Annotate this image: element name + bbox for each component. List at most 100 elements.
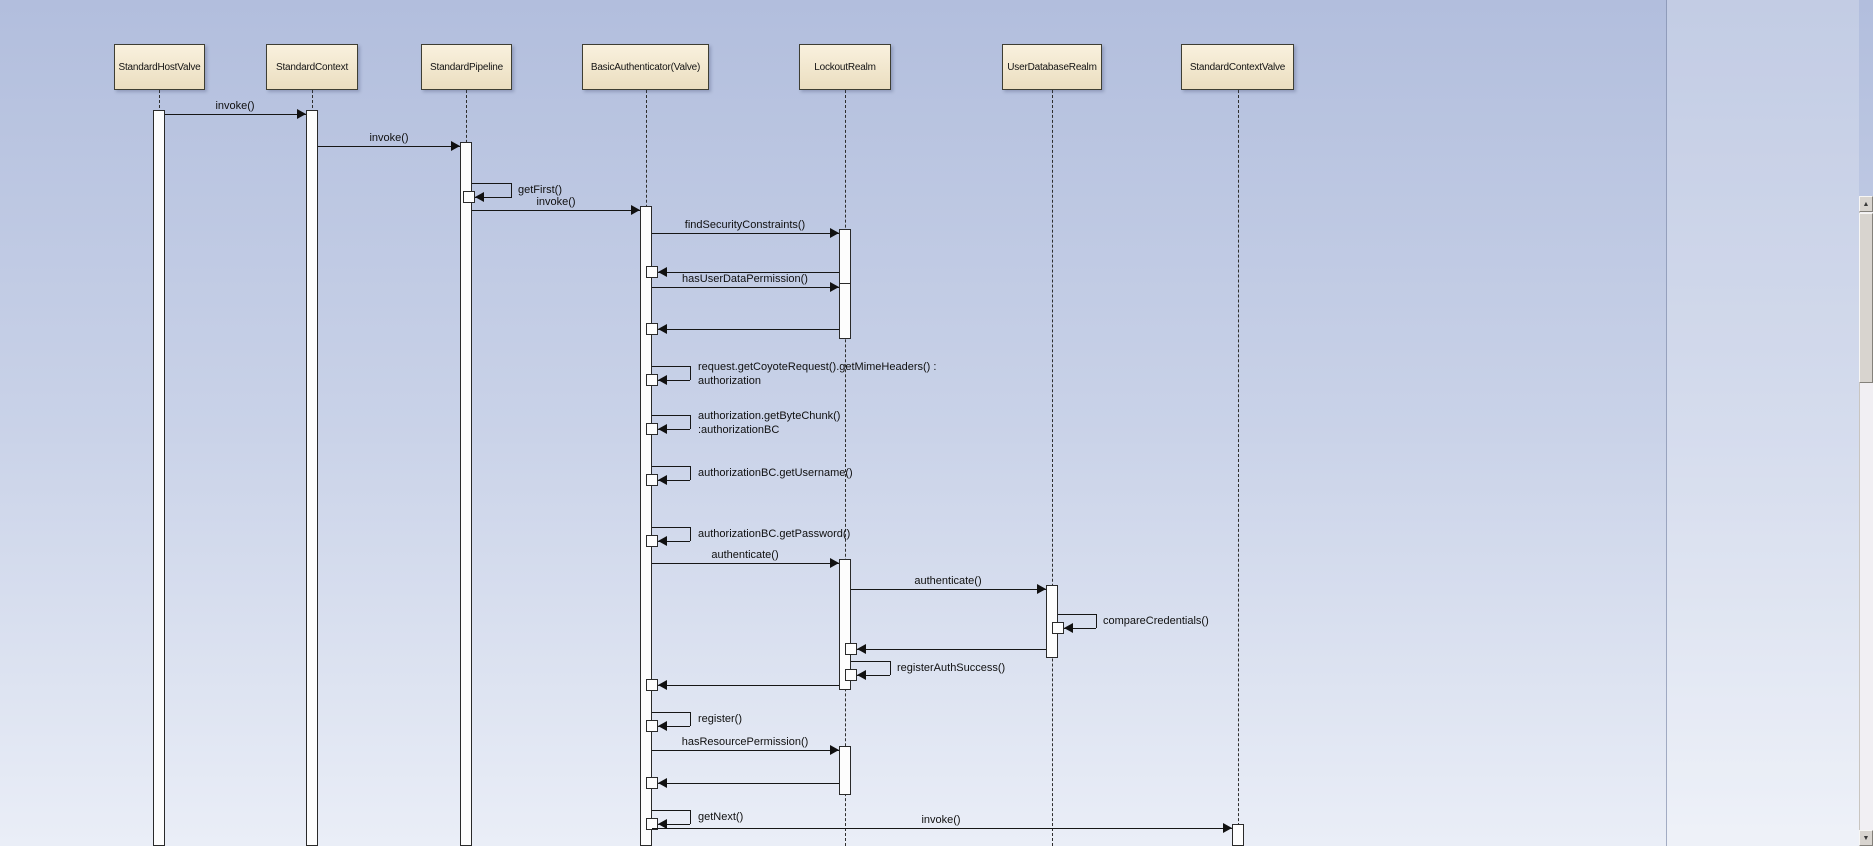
activation-bar-standardcontext[interactable] — [306, 110, 318, 846]
message-comparecredentials-line[interactable] — [1058, 614, 1097, 615]
message-getfirst-line[interactable] — [472, 183, 512, 184]
message-authenticate-2-line[interactable] — [851, 589, 1046, 590]
message-registerauthsuccess-label[interactable]: registerAuthSuccess() — [897, 662, 1006, 674]
message-findsecurityconstraints-label[interactable]: findSecurityConstraints() — [684, 219, 806, 231]
message-getpassword-label[interactable]: authorizationBC.getPassword() — [698, 528, 851, 540]
message-comparecredentials-line[interactable] — [1096, 614, 1097, 628]
message-registerauthsuccess-line[interactable] — [890, 661, 891, 675]
message-arrowhead — [1064, 623, 1073, 633]
message-arrowhead — [830, 558, 839, 568]
message-getnext-line[interactable] — [658, 824, 690, 825]
lifeline-standardcontextvalve[interactable] — [1238, 90, 1239, 846]
message-getbytechunk-line[interactable] — [690, 415, 691, 429]
message-register-label[interactable]: register() — [698, 713, 743, 725]
lifeline-head-standardcontext[interactable]: StandardContext — [266, 44, 358, 90]
message-getmimeheaders-line[interactable] — [690, 366, 691, 380]
message-getfirst-label[interactable]: getFirst() — [518, 184, 562, 196]
lifeline-head-basicauthenticator[interactable]: BasicAuthenticator(Valve) — [582, 44, 709, 90]
activation-bar-lockoutrealm-1[interactable] — [839, 229, 851, 285]
return-message-line[interactable] — [658, 329, 839, 330]
nested-activation-box — [646, 777, 658, 789]
activation-bar-standardpipeline[interactable] — [460, 142, 472, 846]
message-getusername-label[interactable]: authorizationBC.getUsername() — [698, 467, 853, 479]
activation-bar-userdatabaserealm[interactable] — [1046, 585, 1058, 658]
lifeline-head-userdatabaserealm[interactable]: UserDatabaseRealm — [1002, 44, 1102, 90]
message-getmimeheaders-label[interactable]: request.getCoyoteRequest().getMimeHeader… — [698, 360, 936, 388]
return-message-line[interactable] — [658, 783, 839, 784]
message-arrowhead — [658, 424, 667, 434]
message-findsecurityconstraints-line[interactable] — [652, 233, 839, 234]
message-invoke-1-line[interactable] — [165, 114, 306, 115]
message-getmimeheaders-line[interactable] — [658, 380, 690, 381]
message-register-line[interactable] — [658, 726, 690, 727]
message-hasresourcepermission-line[interactable] — [652, 750, 839, 751]
lifeline-head-standardhostvalve[interactable]: StandardHostValve — [114, 44, 205, 90]
message-register-line[interactable] — [652, 712, 691, 713]
activation-bar-lockoutrealm-3[interactable] — [839, 559, 851, 690]
message-getfirst-line[interactable] — [475, 197, 512, 198]
message-invoke-4-label[interactable]: invoke() — [921, 814, 961, 826]
message-getnext-label[interactable]: getNext() — [698, 811, 744, 823]
message-comparecredentials-line[interactable] — [1064, 628, 1096, 629]
message-authenticate-1-label[interactable]: authenticate() — [711, 549, 779, 561]
message-arrowhead — [830, 745, 839, 755]
message-getpassword-line[interactable] — [658, 541, 690, 542]
return-message-line[interactable] — [658, 272, 839, 273]
message-getbytechunk-line[interactable] — [658, 429, 690, 430]
message-hasuserdatapermission-line[interactable] — [652, 287, 839, 288]
lifeline-name: BasicAuthenticator(Valve) — [590, 61, 701, 73]
page-boundary-line — [1666, 0, 1667, 846]
message-registerauthsuccess-line[interactable] — [851, 661, 891, 662]
message-invoke-3-label[interactable]: invoke() — [536, 196, 576, 208]
page-margin-area — [1667, 0, 1859, 846]
label-line-1: authorization.getByteChunk() — [698, 410, 841, 422]
message-arrowhead — [857, 670, 866, 680]
message-getnext-line[interactable] — [652, 810, 691, 811]
message-authenticate-1-line[interactable] — [652, 563, 839, 564]
message-arrowhead — [631, 205, 640, 215]
message-invoke-1-label[interactable]: invoke() — [215, 100, 255, 112]
scroll-down-icon: ▼ — [1862, 834, 1870, 842]
message-getbytechunk-line[interactable] — [652, 415, 691, 416]
activation-bar-standardhostvalve[interactable] — [153, 110, 165, 846]
lifeline-lockoutrealm[interactable] — [845, 90, 846, 846]
message-invoke-4-line[interactable] — [652, 828, 1232, 829]
message-hasuserdatapermission-label[interactable]: hasUserDataPermission() — [682, 273, 808, 285]
return-message-line[interactable] — [658, 685, 839, 686]
nested-activation-box — [646, 266, 658, 278]
message-getusername-line[interactable] — [652, 466, 691, 467]
message-getnext-line[interactable] — [690, 810, 691, 824]
return-message-line[interactable] — [857, 649, 1046, 650]
message-getmimeheaders-line[interactable] — [652, 366, 691, 367]
message-registerauthsuccess-line[interactable] — [857, 675, 890, 676]
nested-activation-box — [463, 191, 475, 203]
message-arrowhead — [830, 282, 839, 292]
message-invoke-2-line[interactable] — [318, 146, 460, 147]
activation-bar-lockoutrealm-4[interactable] — [839, 746, 851, 795]
message-getpassword-line[interactable] — [690, 527, 691, 541]
message-getusername-line[interactable] — [658, 480, 690, 481]
message-comparecredentials-label[interactable]: compareCredentials() — [1103, 615, 1209, 627]
scrollbar-thumb[interactable] — [1859, 213, 1873, 383]
activation-bar-basicauthenticator[interactable] — [640, 206, 652, 846]
lifeline-userdatabaserealm[interactable] — [1052, 90, 1053, 846]
message-register-line[interactable] — [690, 712, 691, 726]
activation-bar-lockoutrealm-2[interactable] — [839, 283, 851, 339]
scroll-up-button[interactable]: ▲ — [1859, 196, 1873, 212]
lifeline-head-lockoutrealm[interactable]: LockoutRealm — [799, 44, 891, 90]
lifeline-name: StandardHostValve — [118, 61, 201, 73]
message-getbytechunk-label[interactable]: authorization.getByteChunk() :authorizat… — [698, 409, 840, 437]
message-authenticate-2-label[interactable]: authenticate() — [914, 575, 982, 587]
activation-bar-standardcontextvalve[interactable] — [1232, 824, 1244, 846]
message-invoke-3-line[interactable] — [472, 210, 640, 211]
message-invoke-2-label[interactable]: invoke() — [369, 132, 409, 144]
lifeline-head-standardcontextvalve[interactable]: StandardContextValve — [1181, 44, 1294, 90]
vertical-scrollbar[interactable]: ▲ ▼ — [1859, 0, 1873, 846]
message-hasresourcepermission-label[interactable]: hasResourcePermission() — [681, 736, 809, 748]
message-getusername-line[interactable] — [690, 466, 691, 480]
scroll-down-button[interactable]: ▼ — [1859, 830, 1873, 846]
nested-activation-box — [845, 643, 857, 655]
message-getfirst-line[interactable] — [511, 183, 512, 197]
message-getpassword-line[interactable] — [652, 527, 691, 528]
lifeline-head-standardpipeline[interactable]: StandardPipeline — [421, 44, 512, 90]
